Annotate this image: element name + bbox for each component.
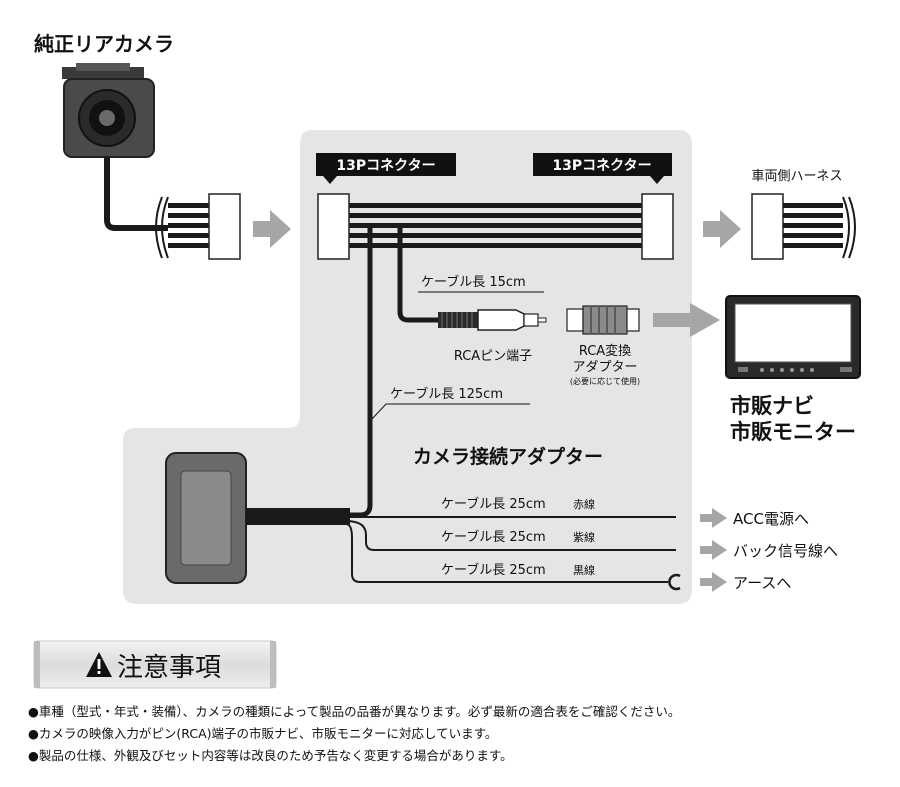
destination-back-signal: バック信号線へ [733, 542, 838, 560]
wire-red-length: ケーブル長 25cm [441, 496, 546, 512]
adapter-harness [317, 193, 674, 260]
cable-125-underline [371, 403, 530, 420]
right-arrow-icon [253, 210, 291, 248]
adapter-panel-background [123, 130, 692, 604]
rca-pin-plug [438, 309, 547, 331]
wire-black [345, 523, 660, 583]
adapter-box [165, 452, 350, 584]
wire-purple-length: ケーブル長 25cm [441, 529, 546, 545]
note-item: ●製品の仕様、外観及びセット内容等は改良のため予告なく変更する場合があります。 [28, 748, 513, 763]
right-arrow-icon [700, 540, 727, 560]
page-title: 純正リアカメラ [34, 32, 174, 56]
rca-cable [397, 226, 440, 323]
rca-adapter-label-1: RCA変換 [579, 343, 631, 359]
rca-adapter-note: (必要に応じて使用) [570, 376, 640, 386]
connector-label-right: 13Pコネクター [533, 153, 672, 184]
rca-pin-label: RCAピン端子 [454, 349, 532, 364]
svg-text:13Pコネクター: 13Pコネクター [552, 158, 651, 174]
caution-title: 注意事項 [117, 653, 221, 683]
notes-list: ●車種（型式・年式・装備）、カメラの種類によって製品の品番が異なります。必ず最新… [28, 701, 888, 767]
right-arrow-icon [700, 508, 727, 528]
wiring-diagram: 純正リアカメラ 13Pコネクター 13Pコネクター [33, 32, 861, 689]
monitor-icon [725, 295, 861, 379]
main-cable-125 [250, 226, 373, 518]
note-item: ●カメラの映像入力がピン(RCA)端子の市販ナビ、市販モニターに対応しています。 [28, 726, 498, 741]
adapter-connector-right [641, 193, 674, 260]
cable-125-label: ケーブル長 125cm [390, 386, 503, 402]
wire-purple [345, 520, 676, 551]
rca-conversion-adapter [566, 305, 640, 335]
destination-acc: ACC電源へ [733, 510, 809, 528]
wire-black-length: ケーブル長 25cm [441, 562, 546, 578]
adapter-title: カメラ接続アダプター [413, 445, 603, 468]
vehicle-harness-label: 車両側ハーネス [751, 169, 842, 184]
cable-15-label: ケーブル長 15cm [421, 274, 526, 290]
rca-adapter-label-2: アダプター [572, 360, 637, 375]
wire-black-color: 黒線 [573, 563, 595, 577]
adapter-connector-left [317, 193, 350, 260]
camera-connector [208, 193, 241, 260]
connector-label-left: 13Pコネクター [316, 153, 456, 184]
rear-camera [62, 63, 155, 158]
ground-terminal-icon [660, 573, 681, 591]
wire-purple-color: 紫線 [573, 530, 595, 544]
note-item: ●車種（型式・年式・装備）、カメラの種類によって製品の品番が異なります。必ず最新… [28, 704, 681, 719]
right-arrow-icon [703, 210, 741, 248]
camera-harness [155, 193, 241, 260]
camera-cable [104, 157, 168, 231]
right-arrow-icon [653, 303, 720, 337]
wire-red-color: 赤線 [573, 497, 595, 511]
destination-ground: アースへ [733, 574, 791, 592]
vehicle-connector [751, 193, 784, 260]
caution-banner: 注意事項 [33, 640, 277, 689]
right-arrow-icon [700, 572, 727, 592]
monitor-label-2: 市販モニター [730, 420, 856, 444]
svg-text:13Pコネクター: 13Pコネクター [336, 158, 435, 174]
monitor-label-1: 市販ナビ [730, 394, 814, 418]
vehicle-harness [751, 193, 856, 260]
